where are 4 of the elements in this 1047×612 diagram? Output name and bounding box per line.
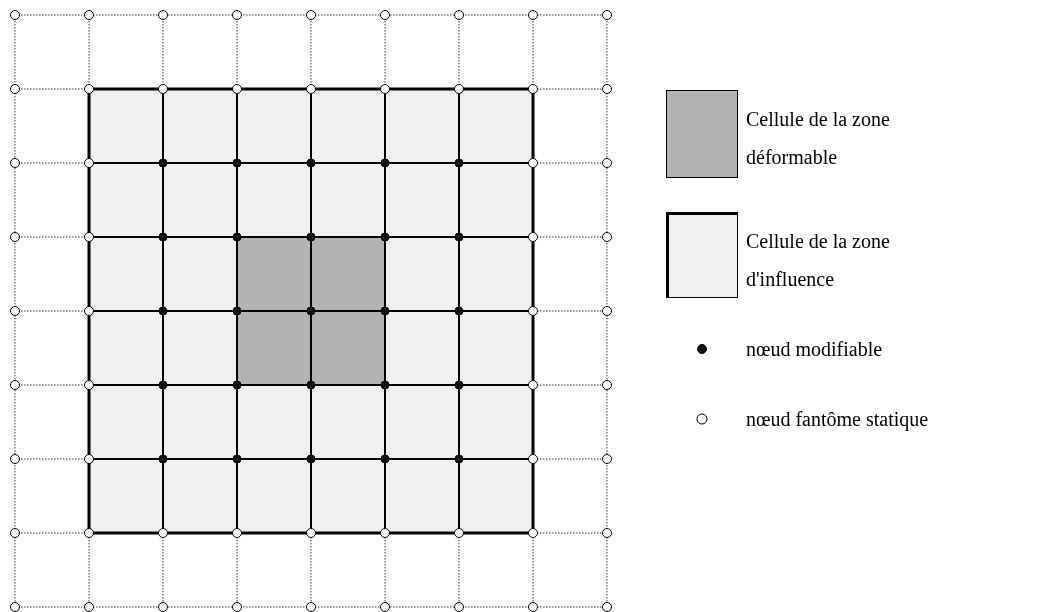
legend-text: Cellule de la zone déformable xyxy=(746,107,891,170)
legend-text: nœud fantôme statique xyxy=(746,407,929,433)
legend-text: Cellule de la zone d'influence xyxy=(746,229,891,292)
legend-text: nœud modifiable xyxy=(746,337,883,362)
